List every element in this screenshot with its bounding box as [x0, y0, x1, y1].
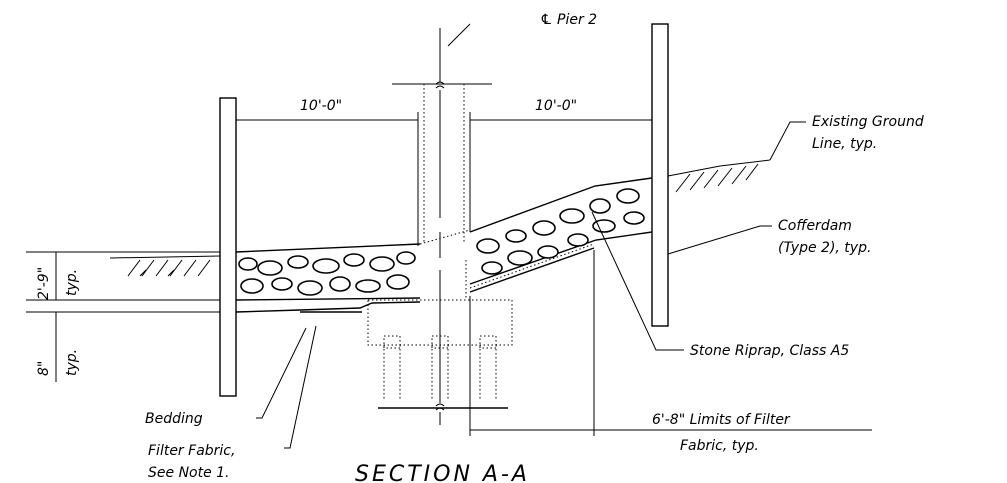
- stone-riprap-leader: [591, 211, 684, 351]
- filter-fabric-label-2: See Note 1.: [148, 465, 230, 481]
- vertical-dims: [26, 251, 220, 382]
- dim-right: [469, 112, 652, 232]
- existing-ground-leader: [769, 121, 806, 161]
- cofferdam-label-2: (Type 2), typ.: [778, 240, 871, 256]
- dim-left-label: 10'-0": [300, 98, 342, 114]
- dim-vertical-top-typ: typ.: [64, 269, 80, 296]
- pier-centerline-label: ℄ Pier 2: [540, 12, 597, 28]
- centerline-leader: [447, 23, 471, 47]
- existing-ground-label-1: Existing Ground: [812, 114, 924, 130]
- existing-ground-label-2: Line, typ.: [812, 136, 877, 152]
- bedding-leader: [256, 327, 307, 419]
- dim-vertical-bottom-typ: typ.: [64, 349, 80, 376]
- right-ground: [667, 159, 771, 193]
- left-ground-hatch: [109, 255, 221, 277]
- dim-vertical-bottom-label: 8": [36, 361, 52, 376]
- footing: [367, 299, 513, 400]
- left-cofferdam: [219, 97, 237, 397]
- bedding-label: Bedding: [145, 411, 203, 427]
- left-riprap: [235, 229, 471, 313]
- dim-vertical-top-label: 2'-9": [36, 267, 52, 300]
- cofferdam-leader: [667, 225, 772, 255]
- right-cofferdam: [651, 23, 669, 327]
- dim-left: [236, 112, 419, 246]
- dim-right-label: 10'-0": [535, 98, 577, 114]
- pier-column: [423, 84, 467, 300]
- right-riprap: [469, 177, 653, 293]
- limits-label-1: 6'-8" Limits of Filter: [652, 412, 791, 428]
- limits-label-2: Fabric, typ.: [680, 438, 759, 454]
- filter-fabric-label-1: Filter Fabric,: [148, 443, 235, 459]
- stone-riprap-label: Stone Riprap, Class A5: [690, 343, 849, 359]
- section-title: SECTION A-A: [355, 462, 530, 483]
- cofferdam-label-1: Cofferdam: [778, 218, 852, 234]
- filter-fabric-leader: [284, 325, 317, 449]
- pier-centerline: [435, 28, 445, 425]
- limits-dim: [469, 250, 872, 436]
